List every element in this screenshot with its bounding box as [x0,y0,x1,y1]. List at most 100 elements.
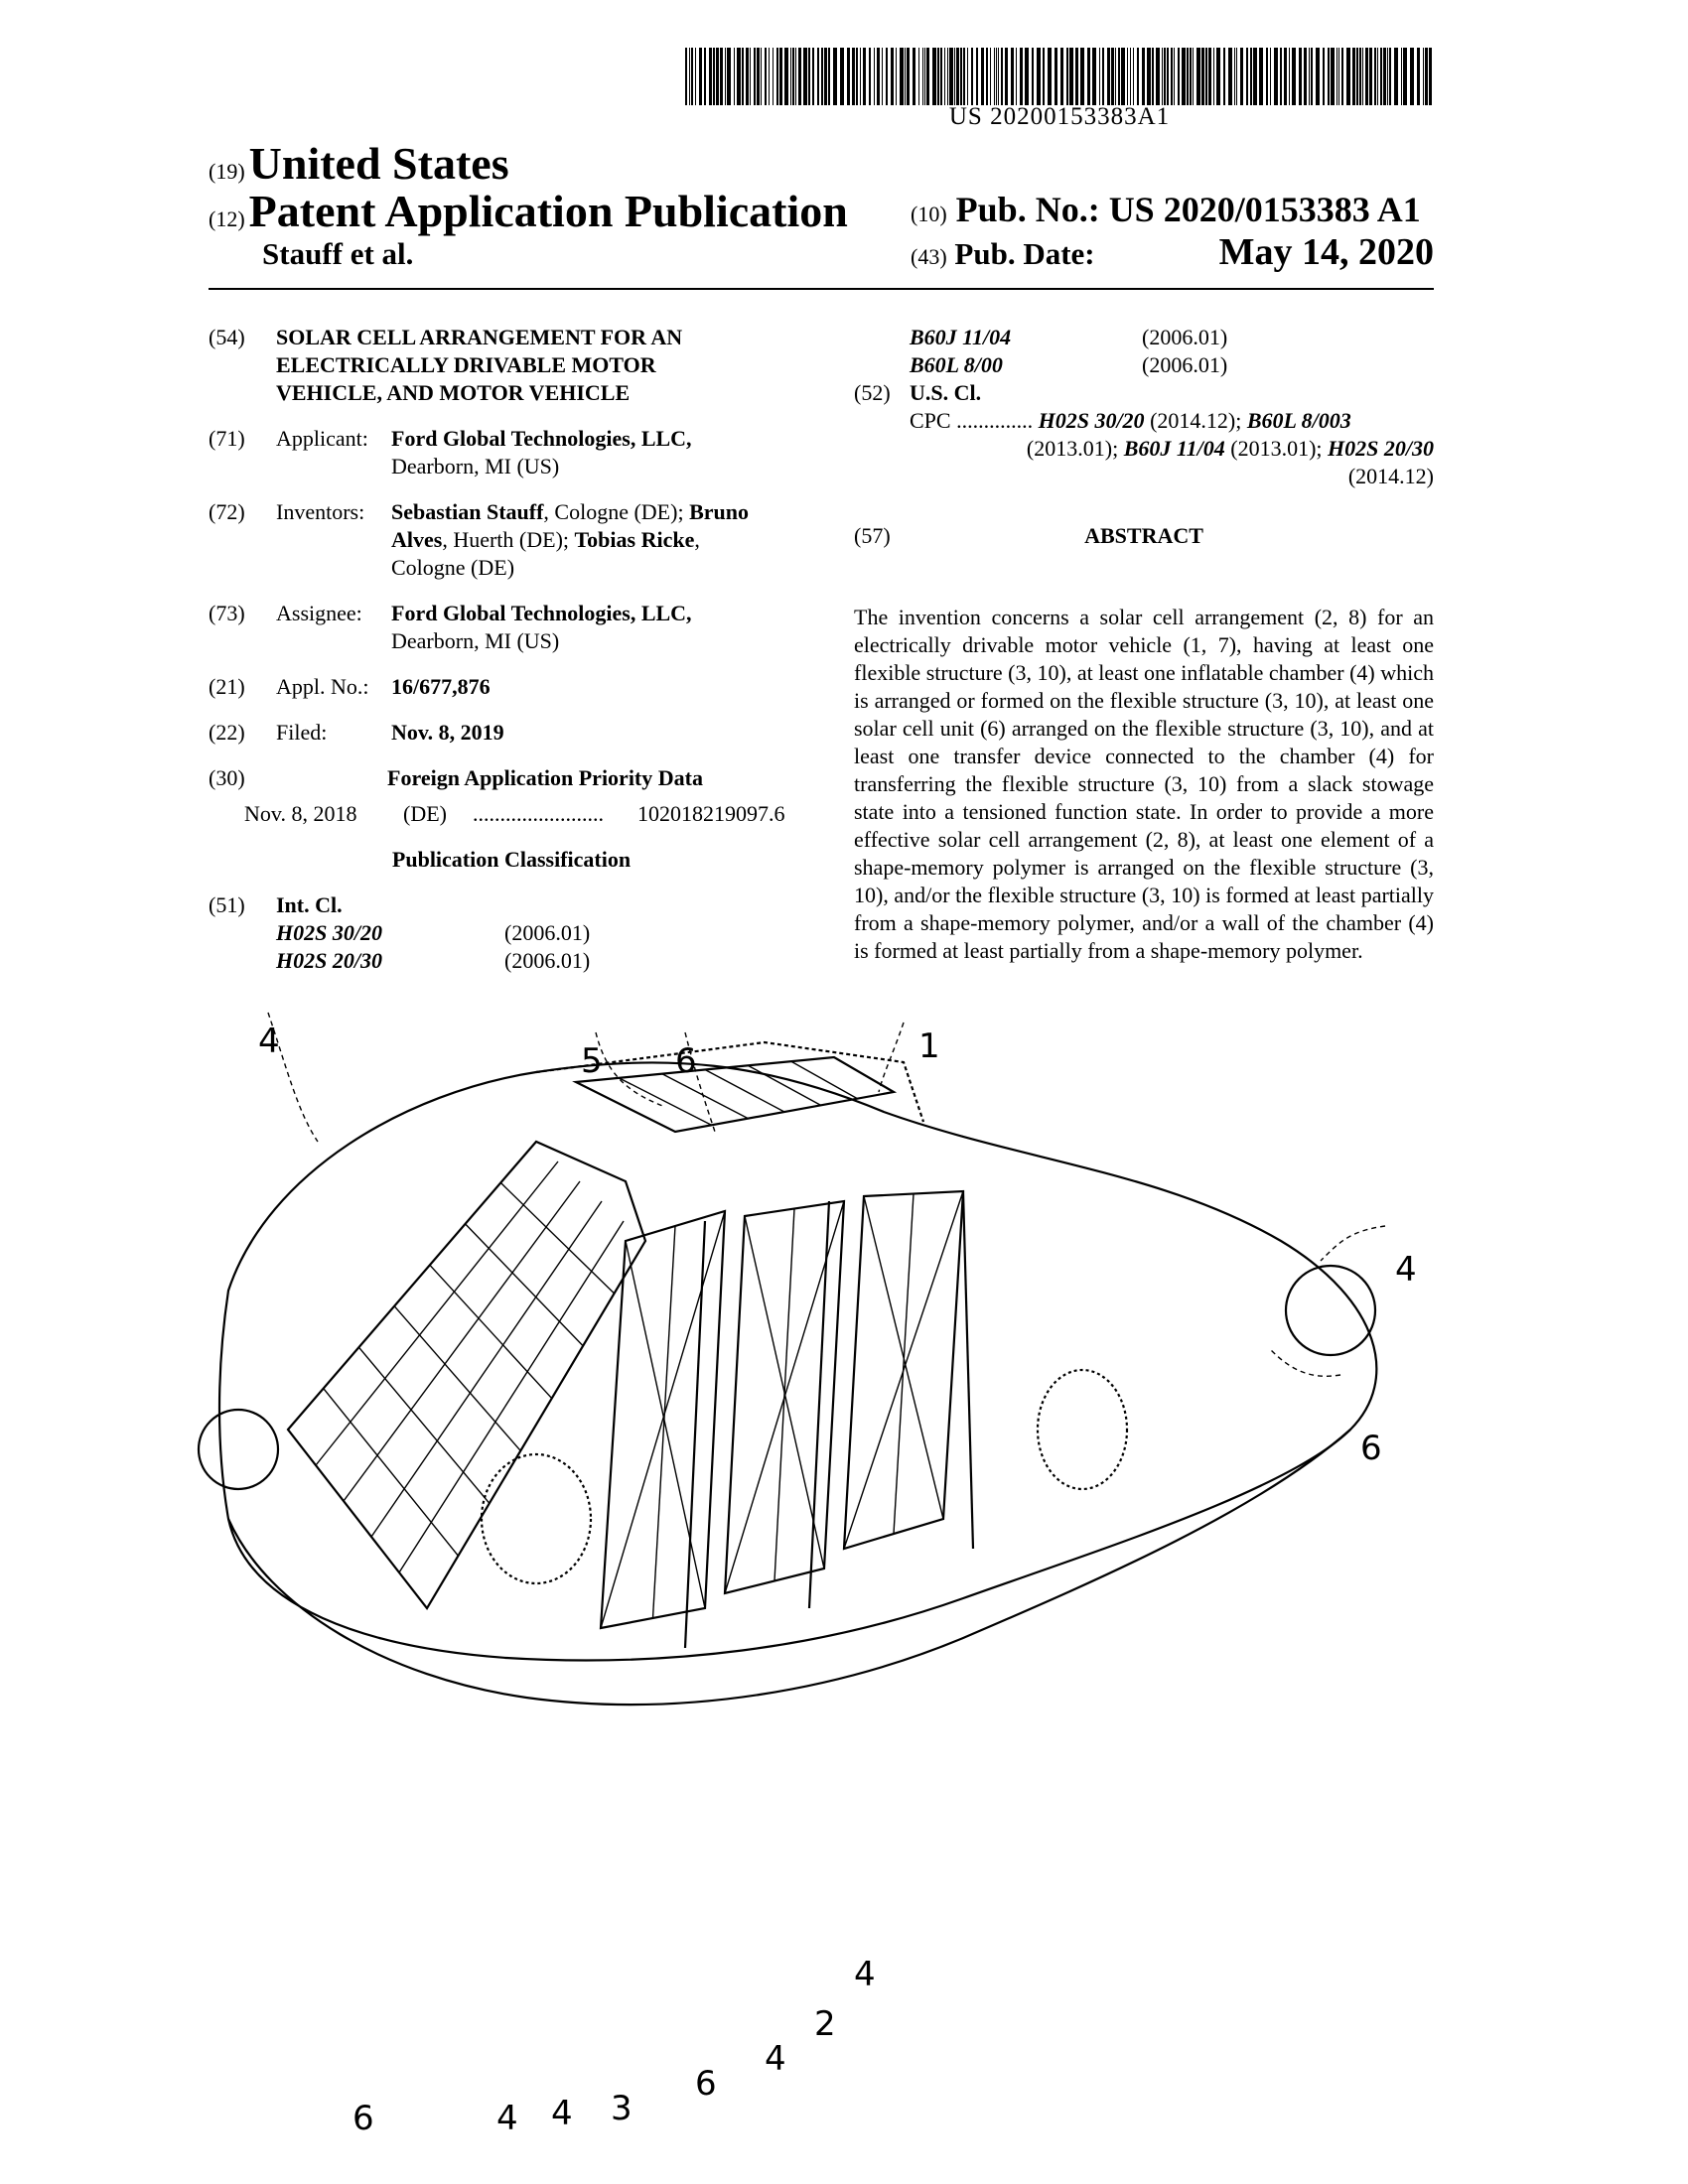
barcode-bar [1331,48,1335,105]
barcode-bar [808,48,810,105]
barcode-bar [1080,48,1084,105]
figure-reference-label: 6 [675,1041,697,1081]
barcode-bar [790,48,791,105]
barcode-bar [1253,48,1257,105]
barcode-bar [1133,48,1134,105]
leader-line [267,1012,319,1143]
barcode-bar [779,48,782,105]
barcode-bar [976,48,978,105]
barcode-bar [1011,48,1014,105]
barcode-bar [971,48,973,105]
inventor-location: , [694,527,700,552]
solar-cell-grid-line [619,1077,712,1126]
barcode-bar [716,48,719,105]
int-cl-row: B60L 8/00 (2006.01) [910,351,1434,379]
inventors-field: (72) Inventors: Sebastian Stauff, Cologn… [209,498,814,582]
barcode-bar [1284,48,1287,105]
barcode-bar [1137,48,1139,105]
barcode-bar [1205,48,1207,105]
barcode-bar [699,48,702,105]
pub-number-label: Pub. No.: [955,190,1100,229]
abstract-text: The invention concerns a solar cell arra… [854,605,1434,963]
applicant-field: (71) Applicant: Ford Global Technologies… [209,425,814,480]
barcode-bar [913,48,915,105]
barcode-bar [1234,48,1235,105]
barcode-bar [840,48,844,105]
barcode-bar [918,48,919,105]
barcode-bar [1341,48,1343,105]
abstract-heading-row: (57) ABSTRACT [854,522,1434,550]
field-code: (22) [209,720,245,745]
document-type: Patent Application Publication [248,186,848,236]
inventor-name: Sebastian Stauff [391,499,544,524]
barcode-bar [1338,48,1339,105]
barcode-bar [981,48,984,105]
barcode-bar [1346,48,1350,105]
figure-reference-label: 6 [352,2099,374,2138]
barcode-bar [709,48,712,105]
barcode-bar [1115,48,1116,105]
barcode-bar [1292,48,1296,105]
field-code: (73) [209,601,245,625]
appl-no-label: Appl. No.: [276,674,369,699]
barcode-bar [754,48,756,105]
int-cl-class: H02S 20/30 [276,948,382,973]
barcode-bar [742,48,744,105]
barcode-bar [1410,48,1414,105]
int-cl-field: (51) Int. Cl. [209,891,814,919]
barcode-bar [1309,48,1310,105]
code-43: (43) [911,244,947,269]
wheel-rear [1036,1368,1129,1491]
solar-cell-grid-line [465,1223,584,1347]
barcode-bar [1102,48,1104,105]
figure-reference-label: 6 [1360,1429,1382,1468]
barcode-bar [1304,48,1307,105]
doc-type-line: (12) Patent Application Publication [209,185,848,237]
title-line: VEHICLE, AND MOTOR VEHICLE [276,380,631,405]
barcode-bar [886,48,888,105]
field-code: (72) [209,499,245,524]
leader-line [878,1022,905,1093]
barcode-bar [847,48,850,105]
solar-cell-grid-line [357,1346,491,1504]
pub-class-heading-row: Publication Classification [209,846,814,874]
barcode-bar [1240,48,1243,105]
barcode-bar [926,48,929,105]
solar-cell-grid-line [747,1064,822,1106]
barcode-bar [1236,48,1237,105]
solar-cell-grid-line [600,1210,726,1629]
barcode-bar [1196,48,1200,105]
barcode-bar [1005,48,1008,105]
barcode-bar [1369,48,1372,105]
barcode-bar [1152,48,1154,105]
figure-reference-label: 4 [854,1955,876,1994]
int-cl-row: B60J 11/04 (2006.01) [910,324,1434,351]
cpc-line-3: (2014.12) [854,463,1434,490]
barcode-bar [1362,48,1363,105]
barcode-bar [963,48,965,105]
barcode-bar [1280,48,1282,105]
barcode-bar [956,48,959,105]
barcode-bar [937,48,939,105]
cpc-dots: .............. [956,408,1034,433]
barcode-bar [689,48,690,105]
barcode-bar [1164,48,1166,105]
barcode-bar [1092,48,1096,105]
barcode-bar [998,48,999,105]
barcode-bar [695,48,696,105]
cpc-year: (2014.12) [1347,464,1434,488]
barcode-bar [1228,48,1232,105]
barcode-bar [1016,48,1017,105]
barcode-bar [869,48,871,105]
car-body-outline [217,1061,1378,1662]
barcode-bar [1032,48,1034,105]
barcode-bar [1107,48,1110,105]
int-cl-row: H02S 20/30 (2006.01) [276,947,814,975]
barcode-bar [1187,48,1189,105]
barcode-bar [1387,48,1388,105]
barcode-bar [863,48,866,105]
barcode-bar [1380,48,1382,105]
barcode-bar [882,48,883,105]
solar-cell-grid-line [323,1388,459,1557]
field-code: (51) [209,892,245,917]
